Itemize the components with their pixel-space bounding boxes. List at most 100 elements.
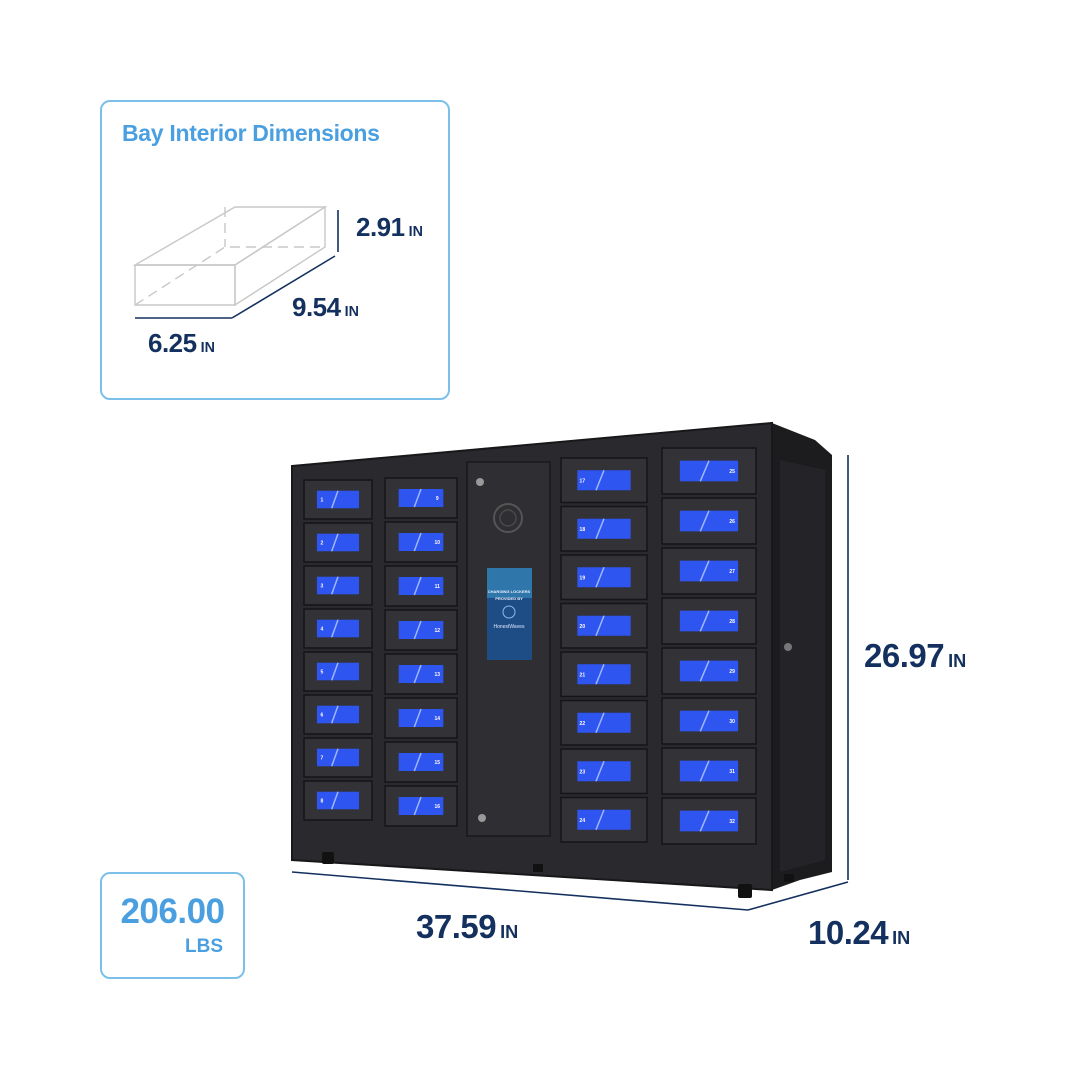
- door-number-label: 25: [729, 469, 735, 475]
- cabinet-foot: [784, 874, 794, 882]
- door-display-panel: [577, 712, 631, 733]
- door-number-label: 14: [435, 716, 441, 722]
- locker-door: 7: [303, 737, 373, 778]
- door-number-label: 30: [729, 719, 735, 725]
- locker-door: 19: [560, 554, 648, 601]
- locker-door: 8: [303, 780, 373, 821]
- door-number-label: 26: [729, 519, 735, 525]
- locker-door: 17: [560, 457, 648, 504]
- locker-door: 20: [560, 602, 648, 649]
- weight-value: 206.00: [120, 892, 225, 931]
- door-number-label: 20: [580, 624, 586, 630]
- locker-door: 21: [560, 651, 648, 698]
- door-number-label: 22: [580, 721, 586, 727]
- door-number-label: 18: [580, 527, 586, 533]
- door-display-panel: [316, 490, 360, 509]
- door-number-label: 5: [321, 670, 324, 676]
- bay-depth-value: 9.54: [292, 292, 341, 322]
- top-lock-icon: [476, 478, 484, 486]
- door-number-label: 11: [435, 584, 441, 590]
- door-display-panel: [398, 665, 444, 683]
- bay-width-value: 6.25: [148, 328, 197, 358]
- door-display-panel: [679, 560, 739, 582]
- door-number-label: 9: [436, 496, 439, 502]
- screen-line-3: HonestWaves: [494, 624, 525, 630]
- door-display-panel: [316, 662, 360, 681]
- bay-height-value: 2.91: [356, 212, 405, 242]
- locker-door: 16: [384, 785, 458, 827]
- locker-door: 10: [384, 521, 458, 563]
- door-display-panel: [679, 610, 739, 632]
- door-display-panel: [398, 797, 444, 815]
- locker-door: 18: [560, 505, 648, 552]
- door-display-panel: [577, 809, 631, 830]
- door-display-panel: [577, 470, 631, 491]
- door-number-label: 3: [321, 584, 324, 590]
- door-display-panel: [316, 705, 360, 724]
- door-number-label: 17: [580, 478, 586, 484]
- door-number-label: 29: [729, 669, 735, 675]
- door-display-panel: [679, 460, 739, 482]
- weight-card: 206.00 LBS: [100, 872, 245, 979]
- door-number-label: 12: [435, 628, 441, 634]
- door-number-label: 16: [435, 804, 441, 810]
- door-display-panel: [398, 621, 444, 639]
- door-number-label: 31: [729, 769, 735, 775]
- locker-cabinet: [291, 421, 832, 898]
- locker-door: 31: [661, 747, 757, 795]
- screen-line-2: PROVIDED BY: [495, 596, 523, 601]
- bay-width-unit: IN: [200, 340, 215, 356]
- bay-box-drawing: [132, 205, 328, 307]
- door-display-panel: [577, 567, 631, 588]
- screen-line-1: CHARGING LOCKERS: [488, 589, 531, 594]
- locker-door: 13: [384, 653, 458, 695]
- locker-depth-unit: IN: [892, 928, 911, 948]
- locker-door: 1: [303, 479, 373, 520]
- door-display-panel: [316, 791, 360, 810]
- door-number-label: 2: [321, 541, 324, 547]
- door-display-panel: [398, 533, 444, 551]
- locker-door: 5: [303, 651, 373, 692]
- locker-door: 3: [303, 565, 373, 606]
- door-display-panel: [398, 489, 444, 507]
- door-number-label: 4: [321, 627, 324, 633]
- bay-dimensions-card: Bay Interior Dimensions: [100, 100, 450, 400]
- door-display-panel: [316, 576, 360, 595]
- door-display-panel: [577, 615, 631, 636]
- locker-door: 14: [384, 697, 458, 739]
- locker-door: 15: [384, 741, 458, 783]
- locker-door: 29: [661, 647, 757, 695]
- cabinet-foot: [738, 884, 752, 898]
- door-number-label: 32: [729, 819, 735, 825]
- locker-door: 25: [661, 447, 757, 495]
- door-display-panel: [316, 619, 360, 638]
- locker-door: 12: [384, 609, 458, 651]
- door-display-panel: [577, 664, 631, 685]
- bay-depth-unit: IN: [344, 304, 359, 320]
- locker-door: 22: [560, 699, 648, 746]
- door-number-label: 8: [321, 799, 324, 805]
- door-display-panel: [679, 760, 739, 782]
- door-number-label: 19: [580, 575, 586, 581]
- door-display-panel: [679, 510, 739, 532]
- locker-door: 4: [303, 608, 373, 649]
- bay-dimensions-title: Bay Interior Dimensions: [122, 120, 380, 146]
- bottom-lock-icon: [478, 814, 486, 822]
- door-display-panel: [577, 761, 631, 782]
- locker-height-value: 26.97: [864, 637, 945, 674]
- bay-dimension-lines: [135, 210, 339, 319]
- door-number-label: 28: [729, 619, 735, 625]
- door-display-panel: [577, 518, 631, 539]
- door-number-label: 6: [321, 713, 324, 719]
- door-display-panel: [679, 660, 739, 682]
- door-number-label: 7: [321, 756, 324, 762]
- locker-door: 28: [661, 597, 757, 645]
- locker-door: 23: [560, 748, 648, 795]
- door-number-label: 24: [580, 818, 586, 824]
- card-reader-icon: [493, 503, 523, 533]
